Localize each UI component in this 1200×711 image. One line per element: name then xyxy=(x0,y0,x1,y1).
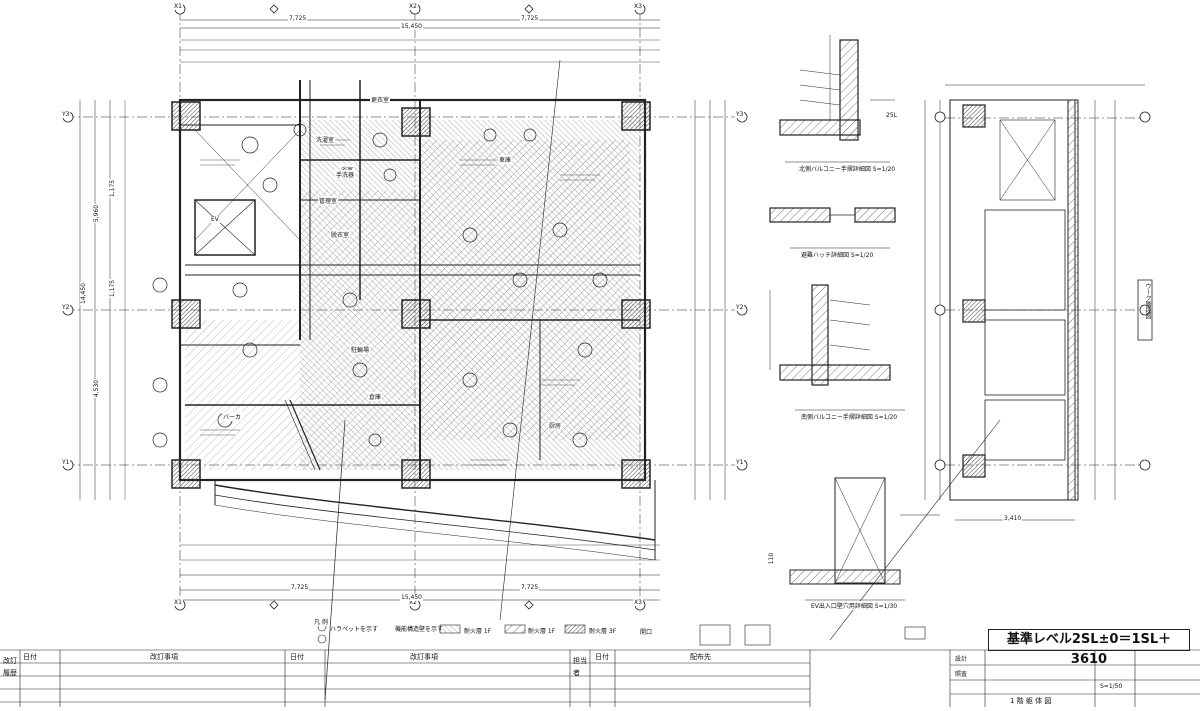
revision-date-head-2: 日付 xyxy=(290,653,304,661)
grid-label-x1-bottom: X1 xyxy=(173,599,183,606)
grid-label-x2-bottom: X2 xyxy=(408,599,418,606)
dim-bottom-total: 15,450 xyxy=(400,594,423,601)
room-bar: バーカ xyxy=(222,412,243,421)
detail-110-label: 110 xyxy=(768,551,776,566)
legend-item-fire-b: 耐火層 1F xyxy=(528,628,556,635)
dim-left-sub-a: 1,175 xyxy=(109,178,117,199)
revision-note-head-2: 改訂事項 xyxy=(410,653,438,661)
room-changing: 更衣室 xyxy=(370,95,391,104)
room-laundry: 洗濯室 xyxy=(315,135,336,144)
revision-history-label: 改訂履歴 xyxy=(3,657,17,677)
room-ev: EV xyxy=(210,216,220,223)
dim-left-total: 14,450 xyxy=(80,282,87,305)
legend-item-parapet: ハラペットを示す xyxy=(330,626,379,633)
dim-left-sub-b: 1,175 xyxy=(109,278,117,299)
legend-item-fire-c: 耐火層 3F xyxy=(589,628,617,635)
revision-date-head: 日付 xyxy=(23,653,37,661)
detail-evacuation-hatch xyxy=(769,207,896,249)
level-title: 基準レベル2SL±0＝1SL＋3610 xyxy=(988,629,1190,667)
legend-title: 凡 例 xyxy=(313,617,329,626)
room-dressing: 脱衣室 xyxy=(330,230,351,239)
main-floor-plan xyxy=(62,3,748,701)
grid-label-y3-left: Y3 xyxy=(61,111,71,118)
detail-title-hatch: 避難ハッチ詳細図 S=1/20 xyxy=(800,250,875,259)
dim-bottom-right: 7,725 xyxy=(520,584,540,591)
room-washbasin: 手洗器 xyxy=(335,170,356,179)
legend-item-fire-a: 耐火層 1F xyxy=(464,628,492,635)
legend-swatches xyxy=(317,622,926,646)
room-kitchen: 厨房 xyxy=(548,421,563,430)
detail-title-ev-opening: EV出入口壁穴用詳細図 S=1/30 xyxy=(810,601,899,610)
grid-label-x1-top: X1 xyxy=(173,3,183,10)
detail-ev-opening xyxy=(789,477,905,601)
dist-date-head: 日付 xyxy=(595,653,609,661)
stair-section xyxy=(829,84,1153,641)
grid-label-y1-right: Y1 xyxy=(735,459,745,466)
distribution-label: 配布先 xyxy=(690,653,711,661)
drawing-name: 1 階 躯 体 図 xyxy=(1010,697,1052,705)
room-bicycle: 駐輪場 xyxy=(350,345,371,354)
grid-label-y2-left: Y2 xyxy=(61,304,71,311)
grid-label-x3-bottom: X3 xyxy=(633,599,643,606)
dim-top-total: 15,450 xyxy=(400,23,423,30)
room-garage: 車庫 xyxy=(498,155,513,164)
detail-north-balcony xyxy=(779,35,895,163)
grid-label-y2-right: Y2 xyxy=(735,304,745,311)
grid-label-x2-top: X2 xyxy=(408,3,418,10)
section-side-label: ウーク階段図 xyxy=(1144,283,1151,319)
detail-25l-label: 25L xyxy=(885,112,898,119)
sign-label: 担当者 xyxy=(573,657,587,677)
detail-title-north-balcony: 北側バルコニー手摺詳細図 S=1/20 xyxy=(798,164,897,173)
title-block-lines xyxy=(0,649,1200,707)
grid-label-y1-left: Y1 xyxy=(61,459,71,466)
legend-item-struct-wall: 機能構造壁を示す xyxy=(395,626,444,633)
check-verify: 照査 xyxy=(955,671,968,678)
revision-note-head: 改訂事項 xyxy=(150,653,178,661)
room-office: 管理室 xyxy=(318,196,339,205)
grid-label-x3-top: X3 xyxy=(633,3,643,10)
detail-south-balcony xyxy=(769,284,905,411)
drawing-scale: S=1/50 xyxy=(1100,683,1123,690)
grid-label-y3-right: Y3 xyxy=(735,111,745,118)
detail-title-south-balcony: 南側バルコニー手摺詳細図 S=1/20 xyxy=(800,412,899,421)
section-dim-3410: 3,410 xyxy=(1003,515,1023,522)
check-design: 設計 xyxy=(955,656,968,663)
dim-left-upper: 5,960 xyxy=(93,203,101,224)
dim-top-right: 7,725 xyxy=(520,15,540,22)
dim-top-left: 7,725 xyxy=(288,15,308,22)
dim-left-lower: 4,530 xyxy=(93,378,101,399)
dim-bottom-left: 7,725 xyxy=(290,584,310,591)
legend-item-opening: 開口 xyxy=(640,629,653,636)
room-storage: 倉庫 xyxy=(368,392,383,401)
